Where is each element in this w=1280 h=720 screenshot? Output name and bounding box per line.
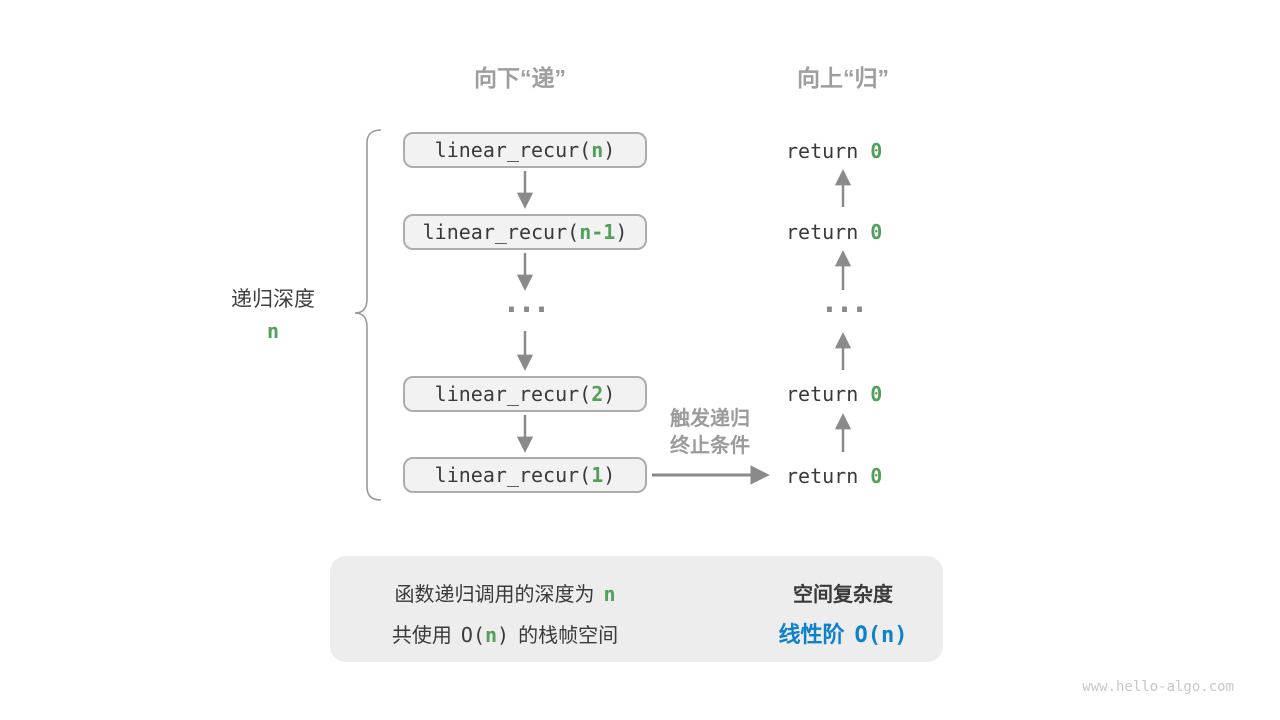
- summary-complexity-open: O(: [460, 623, 485, 647]
- code-text: ): [615, 220, 628, 244]
- trigger-line2: 终止条件: [670, 435, 750, 457]
- code-text: ): [603, 463, 616, 487]
- return-row: return 0: [786, 382, 926, 406]
- header-ascend: 向上“归”: [797, 65, 889, 91]
- call-stack-ellipsis: ...: [502, 285, 550, 320]
- code-text: ): [603, 138, 616, 162]
- watermark: www.hello-algo.com: [1082, 679, 1234, 695]
- summary-line1-text: 函数递归调用的深度为: [394, 584, 595, 606]
- return-keyword: return: [786, 139, 871, 163]
- return-keyword: return: [786, 464, 871, 488]
- result-code: O(n): [854, 623, 908, 648]
- result-value: 线性阶 O(n): [748, 617, 938, 649]
- code-arg: n-1: [579, 220, 616, 244]
- code-text: linear_recur(: [434, 382, 592, 406]
- result-label: 线性阶: [778, 622, 845, 647]
- code-arg: n: [591, 138, 604, 162]
- return-value: 0: [870, 139, 883, 163]
- return-row: return 0: [786, 220, 926, 244]
- summary-line2-post: 的栈帧空间: [518, 625, 619, 647]
- result-title: 空间复杂度: [793, 584, 893, 606]
- return-value: 0: [870, 464, 883, 488]
- return-row: return 0: [786, 464, 926, 488]
- trigger-label: 触发递归 终止条件: [648, 406, 772, 460]
- code-arg: 2: [591, 382, 604, 406]
- summary-panel: [330, 556, 943, 662]
- trigger-line1: 触发递归: [670, 408, 750, 430]
- header-descend: 向下“递”: [474, 65, 566, 91]
- summary-line2-pre: 共使用: [391, 625, 452, 647]
- call-box-2: linear_recur(2): [403, 376, 647, 412]
- call-box-n: linear_recur(n): [403, 132, 647, 168]
- summary-line1: 函数递归调用的深度为 n: [340, 578, 670, 607]
- return-row: return 0: [786, 139, 926, 163]
- code-text: linear_recur(: [434, 138, 592, 162]
- depth-value: n: [266, 319, 280, 343]
- depth-brace: [354, 129, 382, 501]
- summary-line2: 共使用 O(n) 的栈帧空间: [340, 619, 670, 648]
- return-value: 0: [870, 220, 883, 244]
- code-text: ): [603, 382, 616, 406]
- code-arg: 1: [591, 463, 604, 487]
- call-box-1: linear_recur(1): [403, 457, 647, 493]
- return-value: 0: [870, 382, 883, 406]
- return-keyword: return: [786, 382, 871, 406]
- call-box-n-1: linear_recur(n-1): [403, 214, 647, 250]
- summary-complexity-value: n: [485, 623, 498, 647]
- return-ellipsis: ...: [820, 285, 868, 320]
- return-keyword: return: [786, 220, 871, 244]
- code-text: linear_recur(: [422, 220, 580, 244]
- summary-complexity-close: ): [497, 623, 510, 647]
- summary-line1-value: n: [603, 582, 616, 606]
- depth-label: 递归深度: [231, 288, 315, 311]
- code-text: linear_recur(: [434, 463, 592, 487]
